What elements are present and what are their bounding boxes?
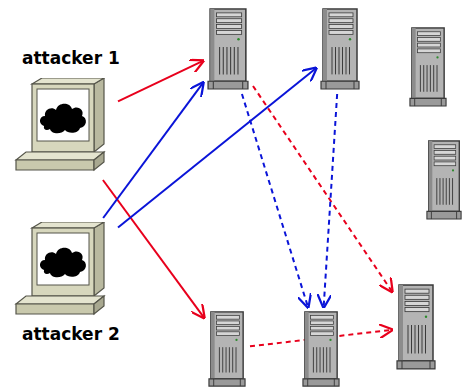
- server-node: [409, 27, 447, 107]
- server-node: [396, 284, 436, 370]
- attacker-node: attacker 1: [14, 48, 140, 176]
- server-tower: [320, 8, 360, 90]
- server-tower: [396, 284, 436, 370]
- attacker-node: attacker 2: [14, 222, 140, 344]
- server-node: [208, 311, 246, 387]
- attack-arrow: [118, 61, 203, 101]
- attacker-label: attacker 2: [14, 320, 140, 344]
- dashed-arrow: [242, 94, 308, 307]
- attacker-label: attacker 1: [14, 48, 140, 78]
- server-node: [207, 8, 249, 90]
- server-tower: [302, 311, 340, 387]
- server-node: [320, 8, 360, 90]
- attack-arrow: [118, 68, 316, 227]
- dashed-arrow: [253, 86, 392, 292]
- computer-icon: [14, 78, 114, 176]
- server-tower: [207, 8, 249, 90]
- dashed-arrow: [324, 94, 337, 307]
- server-tower: [426, 140, 462, 220]
- server-tower: [409, 27, 447, 107]
- server-node: [302, 311, 340, 387]
- attack-arrow: [103, 180, 204, 318]
- computer-icon: [14, 222, 114, 320]
- attack-arrow: [103, 83, 203, 218]
- server-tower: [208, 311, 246, 387]
- server-node: [426, 140, 462, 220]
